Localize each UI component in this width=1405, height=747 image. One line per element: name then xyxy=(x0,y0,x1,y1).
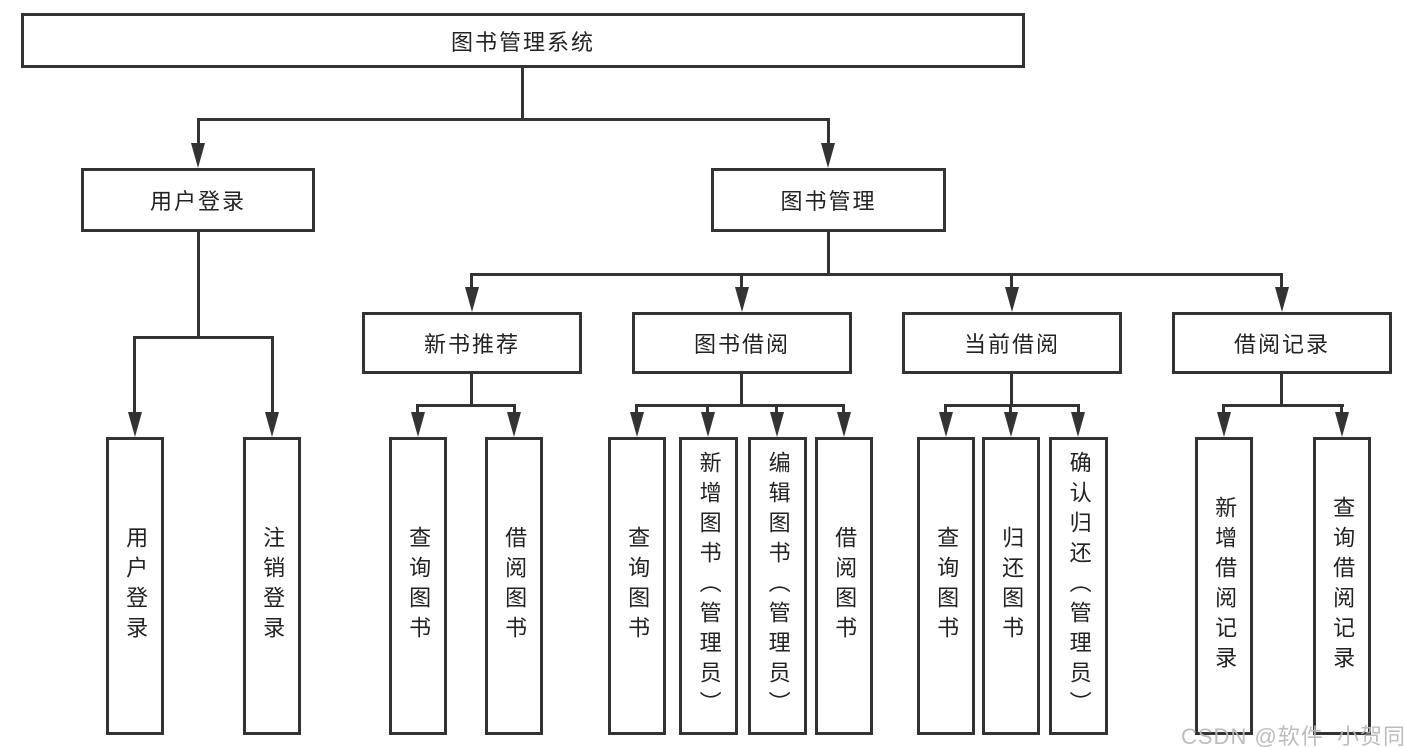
connector-g3-bar xyxy=(944,404,1080,407)
leaf-add-borrow-record: 新增借阅记录 xyxy=(1195,437,1253,735)
arrowhead-down xyxy=(770,412,784,437)
arrowhead-down xyxy=(735,287,749,312)
arrowhead-down xyxy=(411,412,425,437)
arrowhead-down xyxy=(191,143,205,168)
connector-g3-stem xyxy=(1010,374,1013,404)
arrowhead-down xyxy=(507,412,521,437)
node-user-login: 用户登录 xyxy=(81,168,315,232)
leaf-edit-book-admin: 编辑图书（管理员） xyxy=(748,437,807,735)
connector-g2-stem-3 xyxy=(775,404,778,414)
arrowhead-down xyxy=(1004,412,1018,437)
node-current-borrow: 当前借阅 xyxy=(902,312,1122,374)
connector-user-login-stem xyxy=(197,232,200,336)
connector-level3-stem-3 xyxy=(1010,273,1013,289)
leaf-query-books-current: 查询图书 xyxy=(917,437,975,735)
arrowhead-down xyxy=(939,412,953,437)
node-new-book-recommend: 新书推荐 xyxy=(362,312,582,374)
arrowhead-down xyxy=(265,412,279,437)
leaf-add-book-admin: 新增图书（管理员） xyxy=(679,437,738,735)
connector-g2-stem-4 xyxy=(842,404,845,414)
connector-g2-stem xyxy=(740,374,743,404)
arrowhead-down xyxy=(1335,412,1349,437)
arrowhead-down xyxy=(1005,287,1019,312)
connector-g3-stem-1 xyxy=(944,404,947,414)
connector-g2-bar xyxy=(635,404,845,407)
connector-g3-stem-2 xyxy=(1009,404,1012,414)
leaf-user-login: 用户登录 xyxy=(106,437,164,735)
arrowhead-down xyxy=(128,412,142,437)
arrowhead-down xyxy=(837,412,851,437)
connector-g4-stem-1 xyxy=(1222,404,1225,414)
node-borrow-records: 借阅记录 xyxy=(1172,312,1392,374)
arrowhead-down xyxy=(630,412,644,437)
leaf-confirm-return-admin: 确认归还（管理员） xyxy=(1049,437,1108,735)
node-library-system: 图书管理系统 xyxy=(21,13,1025,68)
node-book-management: 图书管理 xyxy=(711,168,946,232)
leaf-logout: 注销登录 xyxy=(243,437,301,735)
connector-level3-bar xyxy=(470,273,1283,276)
connector-g4-stem-2 xyxy=(1340,404,1343,414)
leaf-query-books-recommend: 查询图书 xyxy=(389,437,447,735)
connector-user-login-stem-2 xyxy=(271,336,274,414)
leaf-return-book: 归还图书 xyxy=(982,437,1040,735)
connector-level3-stem-2 xyxy=(740,273,743,289)
connector-g4-bar xyxy=(1222,404,1344,407)
connector-g1-stem-2 xyxy=(513,404,516,414)
arrowhead-down xyxy=(1071,412,1085,437)
leaf-query-borrow-record: 查询借阅记录 xyxy=(1313,437,1371,735)
arrowhead-down xyxy=(1275,287,1289,312)
leaf-query-books-borrow: 查询图书 xyxy=(608,437,666,735)
connector-g3-stem-3 xyxy=(1077,404,1080,414)
connector-level3-stem-4 xyxy=(1280,273,1283,289)
arrowhead-down xyxy=(701,412,715,437)
connector-level2-left-stem xyxy=(197,118,200,145)
connector-level3-stem-1 xyxy=(470,273,473,289)
connector-root-stem xyxy=(521,68,524,118)
connector-book-mgmt-stem xyxy=(827,232,830,273)
connector-level2-bar xyxy=(197,118,830,121)
arrowhead-down xyxy=(1217,412,1231,437)
arrowhead-down xyxy=(821,143,835,168)
connector-user-login-stem-1 xyxy=(133,336,136,414)
leaf-borrow-books: 借阅图书 xyxy=(815,437,873,735)
node-book-borrow: 图书借阅 xyxy=(632,312,852,374)
connector-g1-stem xyxy=(470,374,473,404)
connector-g2-stem-2 xyxy=(706,404,709,414)
connector-g1-stem-1 xyxy=(416,404,419,414)
connector-user-login-bar xyxy=(133,336,274,339)
connector-level2-right-stem xyxy=(827,118,830,145)
connector-g2-stem-1 xyxy=(635,404,638,414)
csdn-watermark: CSDN @软件_小贺同学 xyxy=(1181,724,1405,747)
leaf-borrow-books-recommend: 借阅图书 xyxy=(485,437,543,735)
connector-g1-bar xyxy=(416,404,516,407)
connector-g4-stem xyxy=(1280,374,1283,404)
arrowhead-down xyxy=(465,287,479,312)
